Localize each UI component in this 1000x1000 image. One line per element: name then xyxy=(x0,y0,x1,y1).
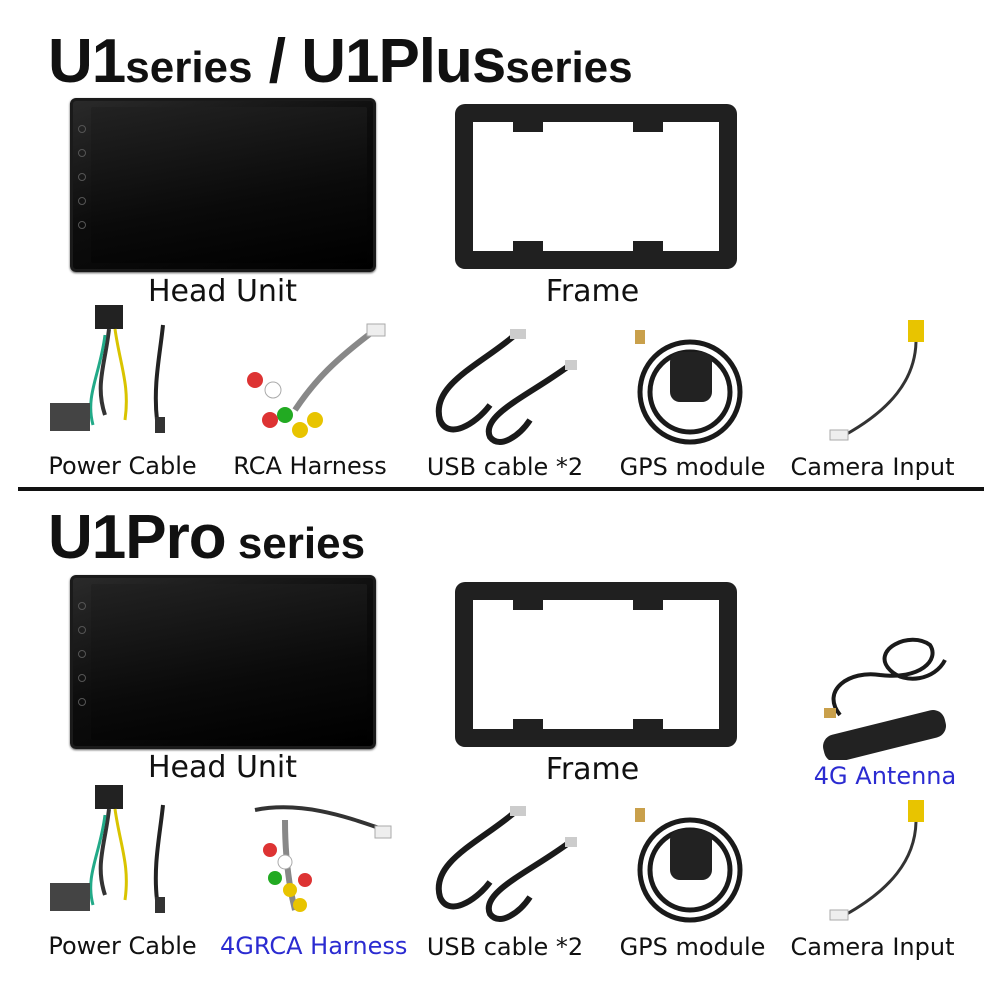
4g-rca-harness-image xyxy=(254,805,392,912)
head-unit-image xyxy=(70,98,376,272)
frame-image xyxy=(455,104,737,269)
usb-cable-image xyxy=(435,329,577,445)
rca-harness-image xyxy=(247,323,386,438)
frame-label: Frame xyxy=(545,274,640,309)
section-divider xyxy=(18,487,984,491)
head-unit-label: Head Unit xyxy=(147,274,298,309)
frame-image xyxy=(455,582,737,747)
accessory-label: 4GRCA Harness xyxy=(220,932,408,960)
4g-antenna-label: 4G Antenna xyxy=(813,762,957,790)
accessory-label: USB cable *2 xyxy=(426,453,584,481)
power-cable-image xyxy=(50,305,165,433)
usb-cable-image xyxy=(435,806,577,922)
accessory-label: Power Cable xyxy=(48,932,197,960)
head-unit-image xyxy=(70,575,376,749)
section1-title: U1series / U1Plusseries xyxy=(48,27,633,96)
head-unit-label: Head Unit xyxy=(147,750,298,785)
section2-title: U1Pro series xyxy=(48,503,366,572)
accessory-label: RCA Harness xyxy=(233,452,387,480)
gps-module-image xyxy=(635,808,743,923)
gps-module-image xyxy=(635,330,743,445)
accessory-label: Camera Input xyxy=(790,453,955,481)
camera-input-image xyxy=(829,800,924,921)
accessory-label: USB cable *2 xyxy=(426,933,584,961)
camera-input-image xyxy=(829,320,924,441)
accessory-label: GPS module xyxy=(619,933,766,961)
accessory-label: GPS module xyxy=(619,453,766,481)
accessory-label: Power Cable xyxy=(48,452,197,480)
power-cable-image xyxy=(50,785,165,913)
frame-label: Frame xyxy=(545,752,640,787)
accessory-label: Camera Input xyxy=(790,933,955,961)
4g-antenna-image xyxy=(823,637,947,760)
